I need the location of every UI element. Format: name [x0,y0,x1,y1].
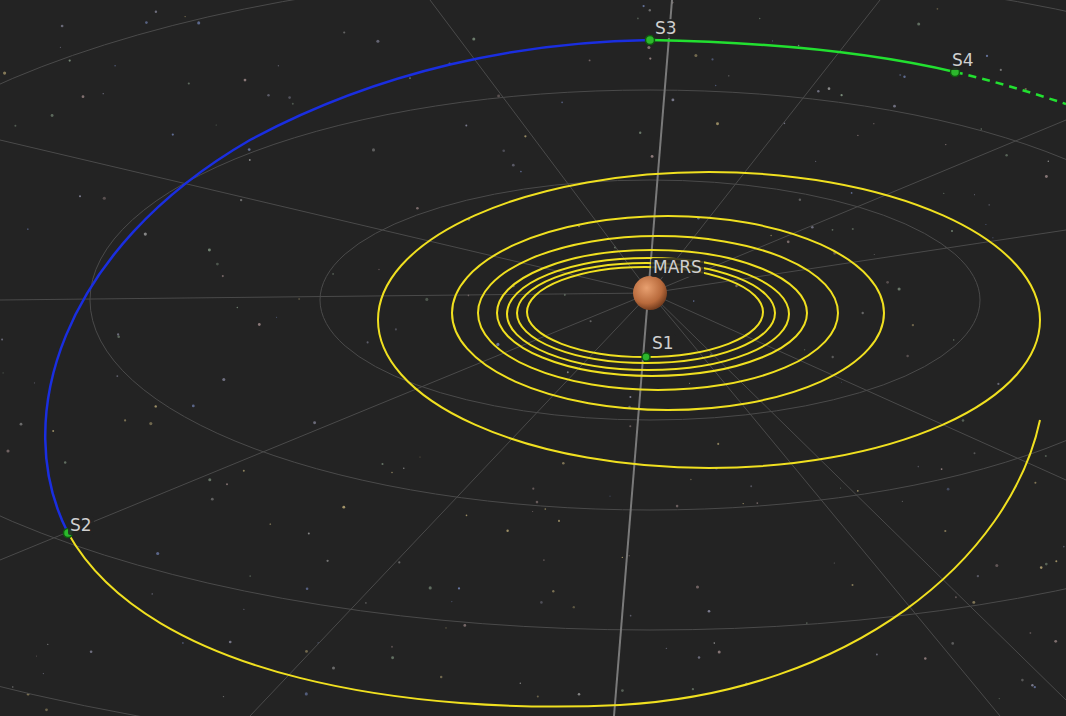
waypoint-label: S4 [950,51,976,70]
spiral-orbits [68,172,1040,707]
waypoint-label: S3 [653,19,679,38]
mars-planet [633,276,667,310]
axis-line [614,0,672,716]
waypoint-label: S2 [68,516,94,535]
waypoint-label: S1 [650,334,676,353]
planet-label: MARS [651,258,704,277]
transfer-arc [45,40,650,533]
waypoint-dots [64,36,960,538]
green-arc [650,40,955,72]
dashed-arc [955,72,1066,104]
